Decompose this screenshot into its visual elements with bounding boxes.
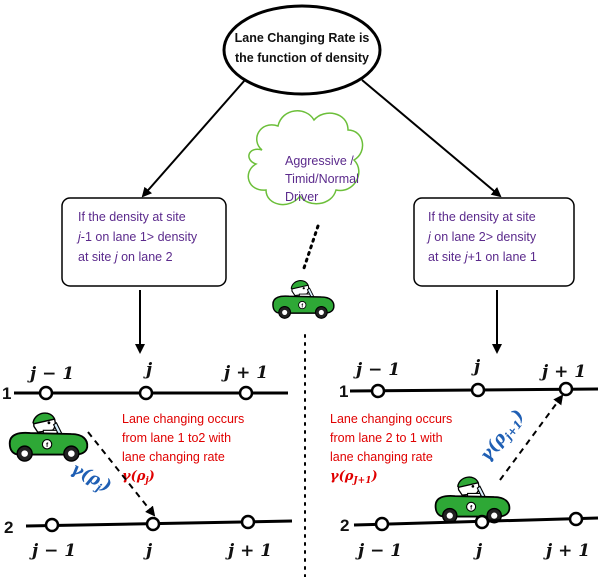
left-red-line1: Lane changing occurs	[122, 412, 244, 426]
right-lane2-site-jp1	[568, 511, 584, 527]
right-box-line1: If the density at site	[428, 210, 536, 224]
left-lane1-site-jm1	[38, 385, 54, 401]
left-lane2-label-jm1: j − 1	[29, 541, 76, 561]
right-condition-box	[413, 197, 575, 287]
left-box-line3: at site j on lane 2	[78, 250, 173, 264]
right-lane2-number: 2	[340, 516, 349, 535]
left-red-line3: lane changing rate	[122, 450, 225, 464]
top-oval-line2: the function of density	[235, 51, 369, 65]
right-lane2-car-icon	[434, 476, 511, 524]
arrow-oval-to-right-box	[361, 79, 502, 198]
top-oval-line1: Lane Changing Rate is	[235, 31, 370, 45]
right-arrow-rate-label: γ(ρj+1)	[476, 406, 530, 466]
right-lane2-label-jp1: j + 1	[543, 541, 590, 561]
right-lane1-site-j	[470, 382, 486, 398]
left-lane1-site-j	[138, 385, 154, 401]
left-condition-box	[61, 197, 227, 287]
car-driver-icon	[272, 279, 335, 320]
left-lane1-number: 1	[2, 384, 11, 403]
right-box-line3: at site j+1 on lane 1	[428, 250, 537, 264]
left-lane-change-arrow	[87, 431, 156, 517]
right-lane2-site-j	[474, 514, 490, 530]
left-lane2-number: 2	[4, 518, 13, 537]
left-lane1-label-jp1: j + 1	[221, 363, 268, 383]
left-red-line4: γ(ρj)	[122, 469, 155, 486]
right-lane1-label-jp1: j + 1	[539, 362, 586, 382]
right-red-line2: from lane 2 to 1 with	[330, 431, 443, 445]
right-lane1-number: 1	[339, 382, 348, 401]
left-lane2-label-j: j	[143, 541, 153, 561]
cloud-line2: Timid/Normal	[285, 172, 359, 186]
right-red-line3: lane changing rate	[330, 450, 433, 464]
left-lane2-site-jm1	[44, 517, 60, 533]
left-lane2-label-jp1: j + 1	[225, 541, 272, 561]
left-lane2-site-j	[145, 516, 161, 532]
right-lane1-label-j: j	[471, 357, 481, 377]
left-box-line2: j-1 on lane 1> density	[76, 230, 198, 244]
right-lane1-site-jp1	[558, 381, 574, 397]
cloud-line3: Driver	[285, 190, 318, 204]
right-lane2-site-jm1	[374, 516, 390, 532]
top-oval	[222, 4, 382, 96]
right-red-line4: γ(ρJ+1)	[330, 469, 378, 486]
left-red-line2: from lane 1 to2 with	[122, 431, 231, 445]
driver-type-cloud: Aggressive / Timid/Normal Driver	[247, 110, 364, 206]
left-lane1-car-icon	[8, 412, 89, 462]
arrow-oval-to-left-box	[141, 79, 246, 198]
right-box-line2: j on lane 2> density	[426, 230, 537, 244]
left-arrow-rate-label: γ(ρj)	[67, 459, 115, 498]
right-lane2-label-j: j	[473, 541, 483, 561]
cloud-line1: Aggressive /	[285, 154, 354, 168]
cloud-connector-dots	[302, 224, 320, 270]
right-lane2-label-jm1: j − 1	[355, 541, 402, 561]
right-lane1-site-jm1	[370, 383, 386, 399]
right-red-line1: Lane changing occurs	[330, 412, 452, 426]
left-box-line1: If the density at site	[78, 210, 186, 224]
right-lane1-label-jm1: j − 1	[353, 360, 400, 380]
left-lane1-label-jm1: j − 1	[27, 364, 74, 384]
left-lane1-site-jp1	[238, 385, 254, 401]
left-lane1-label-j: j	[143, 360, 153, 380]
left-lane2-site-jp1	[240, 514, 256, 530]
